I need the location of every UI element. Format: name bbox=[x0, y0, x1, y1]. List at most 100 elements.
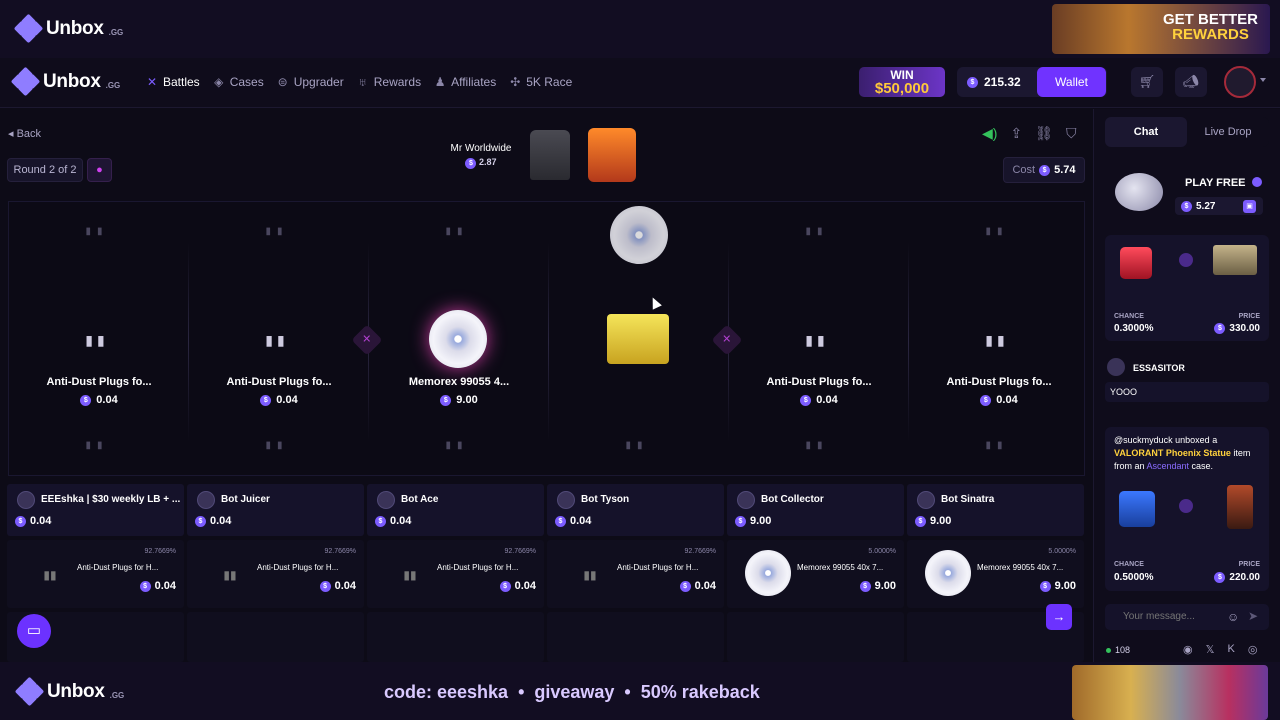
plug-icon: ▮▮ bbox=[43, 568, 57, 582]
plug-icon: ▮▮ bbox=[85, 440, 109, 451]
top-banner-logo: Unbox .GG bbox=[13, 13, 123, 44]
slot-item-price: $0.04 bbox=[189, 394, 369, 406]
avatar[interactable] bbox=[1107, 358, 1125, 376]
instagram-icon[interactable]: ◎ bbox=[1247, 644, 1258, 656]
player-total: $0.04 bbox=[555, 515, 591, 527]
battle-slot: ▮▮ ▮▮ Anti-Dust Plugs fo... $0.04 ▮▮ bbox=[729, 202, 909, 475]
battle-slot: ▮▮ ▮▮ Anti-Dust Plugs fo... $0.04 ▮▮ bbox=[9, 202, 189, 475]
player-card[interactable]: Bot Tyson$0.04 bbox=[547, 484, 724, 536]
coin-icon: $ bbox=[139, 580, 151, 592]
drop-card[interactable]: 92.7669%▮▮Anti-Dust Plugs for H...$0.04 bbox=[547, 540, 724, 608]
coin-icon: $ bbox=[1181, 200, 1192, 212]
nav-rewards[interactable]: ♅Rewards bbox=[357, 75, 421, 89]
chance-label: CHANCE bbox=[1114, 313, 1144, 320]
tab-chat[interactable]: Chat bbox=[1105, 117, 1187, 147]
player-card[interactable]: EEEshka | $30 weekly LB + ...$0.04 bbox=[7, 484, 184, 536]
user-avatar[interactable] bbox=[1224, 66, 1256, 98]
case-image-active[interactable] bbox=[588, 128, 636, 182]
item-image bbox=[1213, 245, 1257, 275]
player-card[interactable]: Bot Sinatra$9.00 bbox=[907, 484, 1084, 536]
empty-slot bbox=[727, 612, 904, 662]
battle-slot: ▮▮ bbox=[549, 202, 729, 475]
drop-card[interactable]: 5.0000%Memorex 99055 40x 7...$9.00 bbox=[727, 540, 904, 608]
cart-button[interactable]: 🛒︎ bbox=[1131, 67, 1163, 97]
drop-card[interactable]: 92.7669%▮▮Anti-Dust Plugs for H...$0.04 bbox=[187, 540, 364, 608]
slot-item-price: $9.00 bbox=[369, 394, 549, 406]
send-icon[interactable]: ➤ bbox=[1248, 609, 1259, 623]
plug-icon: ▮▮ bbox=[265, 332, 289, 348]
player-total: $9.00 bbox=[735, 515, 771, 527]
nav-logo[interactable]: Unbox .GG bbox=[10, 66, 120, 97]
drop-name: Anti-Dust Plugs for H... bbox=[257, 563, 339, 572]
player-card[interactable]: Bot Ace$0.04 bbox=[367, 484, 544, 536]
win-promo-badge[interactable]: WIN $50,000 bbox=[859, 67, 945, 97]
nav-affiliates[interactable]: ♟Affiliates bbox=[434, 75, 497, 89]
unbox-logo-icon bbox=[10, 66, 41, 97]
price-value: 9.00 bbox=[874, 580, 896, 592]
chat-username[interactable]: ESSASITOR bbox=[1133, 363, 1185, 373]
player-card[interactable]: Bot Juicer$0.04 bbox=[187, 484, 364, 536]
sound-icon[interactable]: ◀︎) bbox=[982, 125, 998, 141]
item-image bbox=[1227, 485, 1253, 529]
player-card[interactable]: Bot Collector$9.00 bbox=[727, 484, 904, 536]
scroll-right-button[interactable]: → bbox=[1046, 604, 1072, 630]
avatar bbox=[737, 491, 755, 509]
emoji-icon[interactable]: ☺ bbox=[1227, 610, 1240, 624]
rewards-promo-banner[interactable]: GET BETTER REWARDS bbox=[1052, 4, 1270, 54]
coin-icon: $ bbox=[260, 394, 272, 406]
chevron-down-icon[interactable] bbox=[1260, 78, 1266, 82]
back-button[interactable]: ◂ Back bbox=[8, 127, 41, 140]
avatar bbox=[377, 491, 395, 509]
gift-icon[interactable]: ▣ bbox=[1243, 200, 1256, 213]
empty-slot bbox=[367, 612, 544, 662]
unbox-text-part: unboxed a bbox=[1172, 435, 1218, 445]
unbox-case: Ascendant bbox=[1146, 461, 1190, 471]
trophy-icon: ♅ bbox=[358, 75, 368, 89]
plug-icon: ▮▮ bbox=[265, 226, 289, 237]
kick-icon[interactable]: K bbox=[1227, 643, 1235, 655]
link-icon[interactable]: ⛓︎ bbox=[1035, 125, 1053, 141]
drop-chance: 92.7669% bbox=[684, 548, 716, 555]
plug-icon: ▮▮ bbox=[583, 568, 597, 582]
chat-toggle-button[interactable]: ▭ bbox=[17, 614, 51, 648]
drop-name: Anti-Dust Plugs for H... bbox=[437, 563, 519, 572]
drop-card[interactable]: 92.7669%▮▮Anti-Dust Plugs for H...$0.04 bbox=[367, 540, 544, 608]
cd-disc-icon bbox=[429, 310, 487, 368]
coin-icon: $ bbox=[859, 580, 871, 592]
sidebar-tabs: Chat Live Drop bbox=[1105, 117, 1269, 147]
nav-5k-race[interactable]: ✣5K Race bbox=[509, 75, 572, 89]
plug-icon: ▮▮ bbox=[85, 332, 109, 348]
case-image bbox=[1119, 491, 1155, 527]
price-value: 9.00 bbox=[456, 394, 478, 406]
nav-battles[interactable]: ✕Battles bbox=[146, 75, 200, 89]
price-label: PRICE bbox=[1238, 313, 1260, 320]
drop-chance: 92.7669% bbox=[504, 548, 536, 555]
live-drop-card[interactable]: CHANCE 0.3000% PRICE $330.00 bbox=[1105, 235, 1269, 341]
x-icon[interactable]: 𝕏 bbox=[1205, 644, 1215, 656]
plug-icon: ▮▮ bbox=[985, 226, 1009, 237]
notifications-button[interactable]: 📣︎ bbox=[1175, 67, 1207, 97]
chat-input[interactable] bbox=[1105, 604, 1269, 630]
share-icon[interactable]: ⇪ bbox=[1010, 125, 1023, 141]
tab-live-drop[interactable]: Live Drop bbox=[1204, 126, 1252, 138]
brand-name: Unbox bbox=[47, 681, 105, 702]
bomb-button[interactable]: ● bbox=[87, 158, 112, 182]
slot-item-name: Anti-Dust Plugs fo... bbox=[946, 376, 1052, 388]
drop-card[interactable]: 5.0000%Memorex 99055 40x 7...$9.00 bbox=[907, 540, 1084, 608]
play-free-widget[interactable]: PLAY FREE $5.27 ▣ bbox=[1105, 165, 1270, 230]
unbox-user: @suckmyduck bbox=[1114, 435, 1173, 445]
coin-icon: $ bbox=[499, 580, 511, 592]
case-image-dark[interactable] bbox=[530, 130, 570, 180]
battle-arena: ▮▮ ▮▮ Anti-Dust Plugs fo... $0.04 ▮▮ ▮▮ … bbox=[8, 201, 1085, 476]
discord-icon[interactable]: ◉ bbox=[1183, 644, 1193, 656]
unbox-announcement: @suckmyduck unboxed a VALORANT Phoenix S… bbox=[1105, 427, 1269, 591]
balance-value: 215.32 bbox=[984, 75, 1021, 89]
drop-chance: 92.7669% bbox=[144, 548, 176, 555]
drop-card[interactable]: 92.7669%▮▮Anti-Dust Plugs for H...$0.04 bbox=[7, 540, 184, 608]
nav-cases[interactable]: ◈Cases bbox=[213, 75, 264, 89]
nav-upgrader[interactable]: ⊜Upgrader bbox=[277, 75, 344, 89]
shield-icon[interactable]: ⛉ bbox=[1065, 125, 1077, 141]
megaphone-icon: 📣︎ bbox=[1182, 74, 1200, 89]
plug-icon: ▮▮ bbox=[265, 440, 289, 451]
wallet-button[interactable]: Wallet bbox=[1037, 67, 1106, 97]
